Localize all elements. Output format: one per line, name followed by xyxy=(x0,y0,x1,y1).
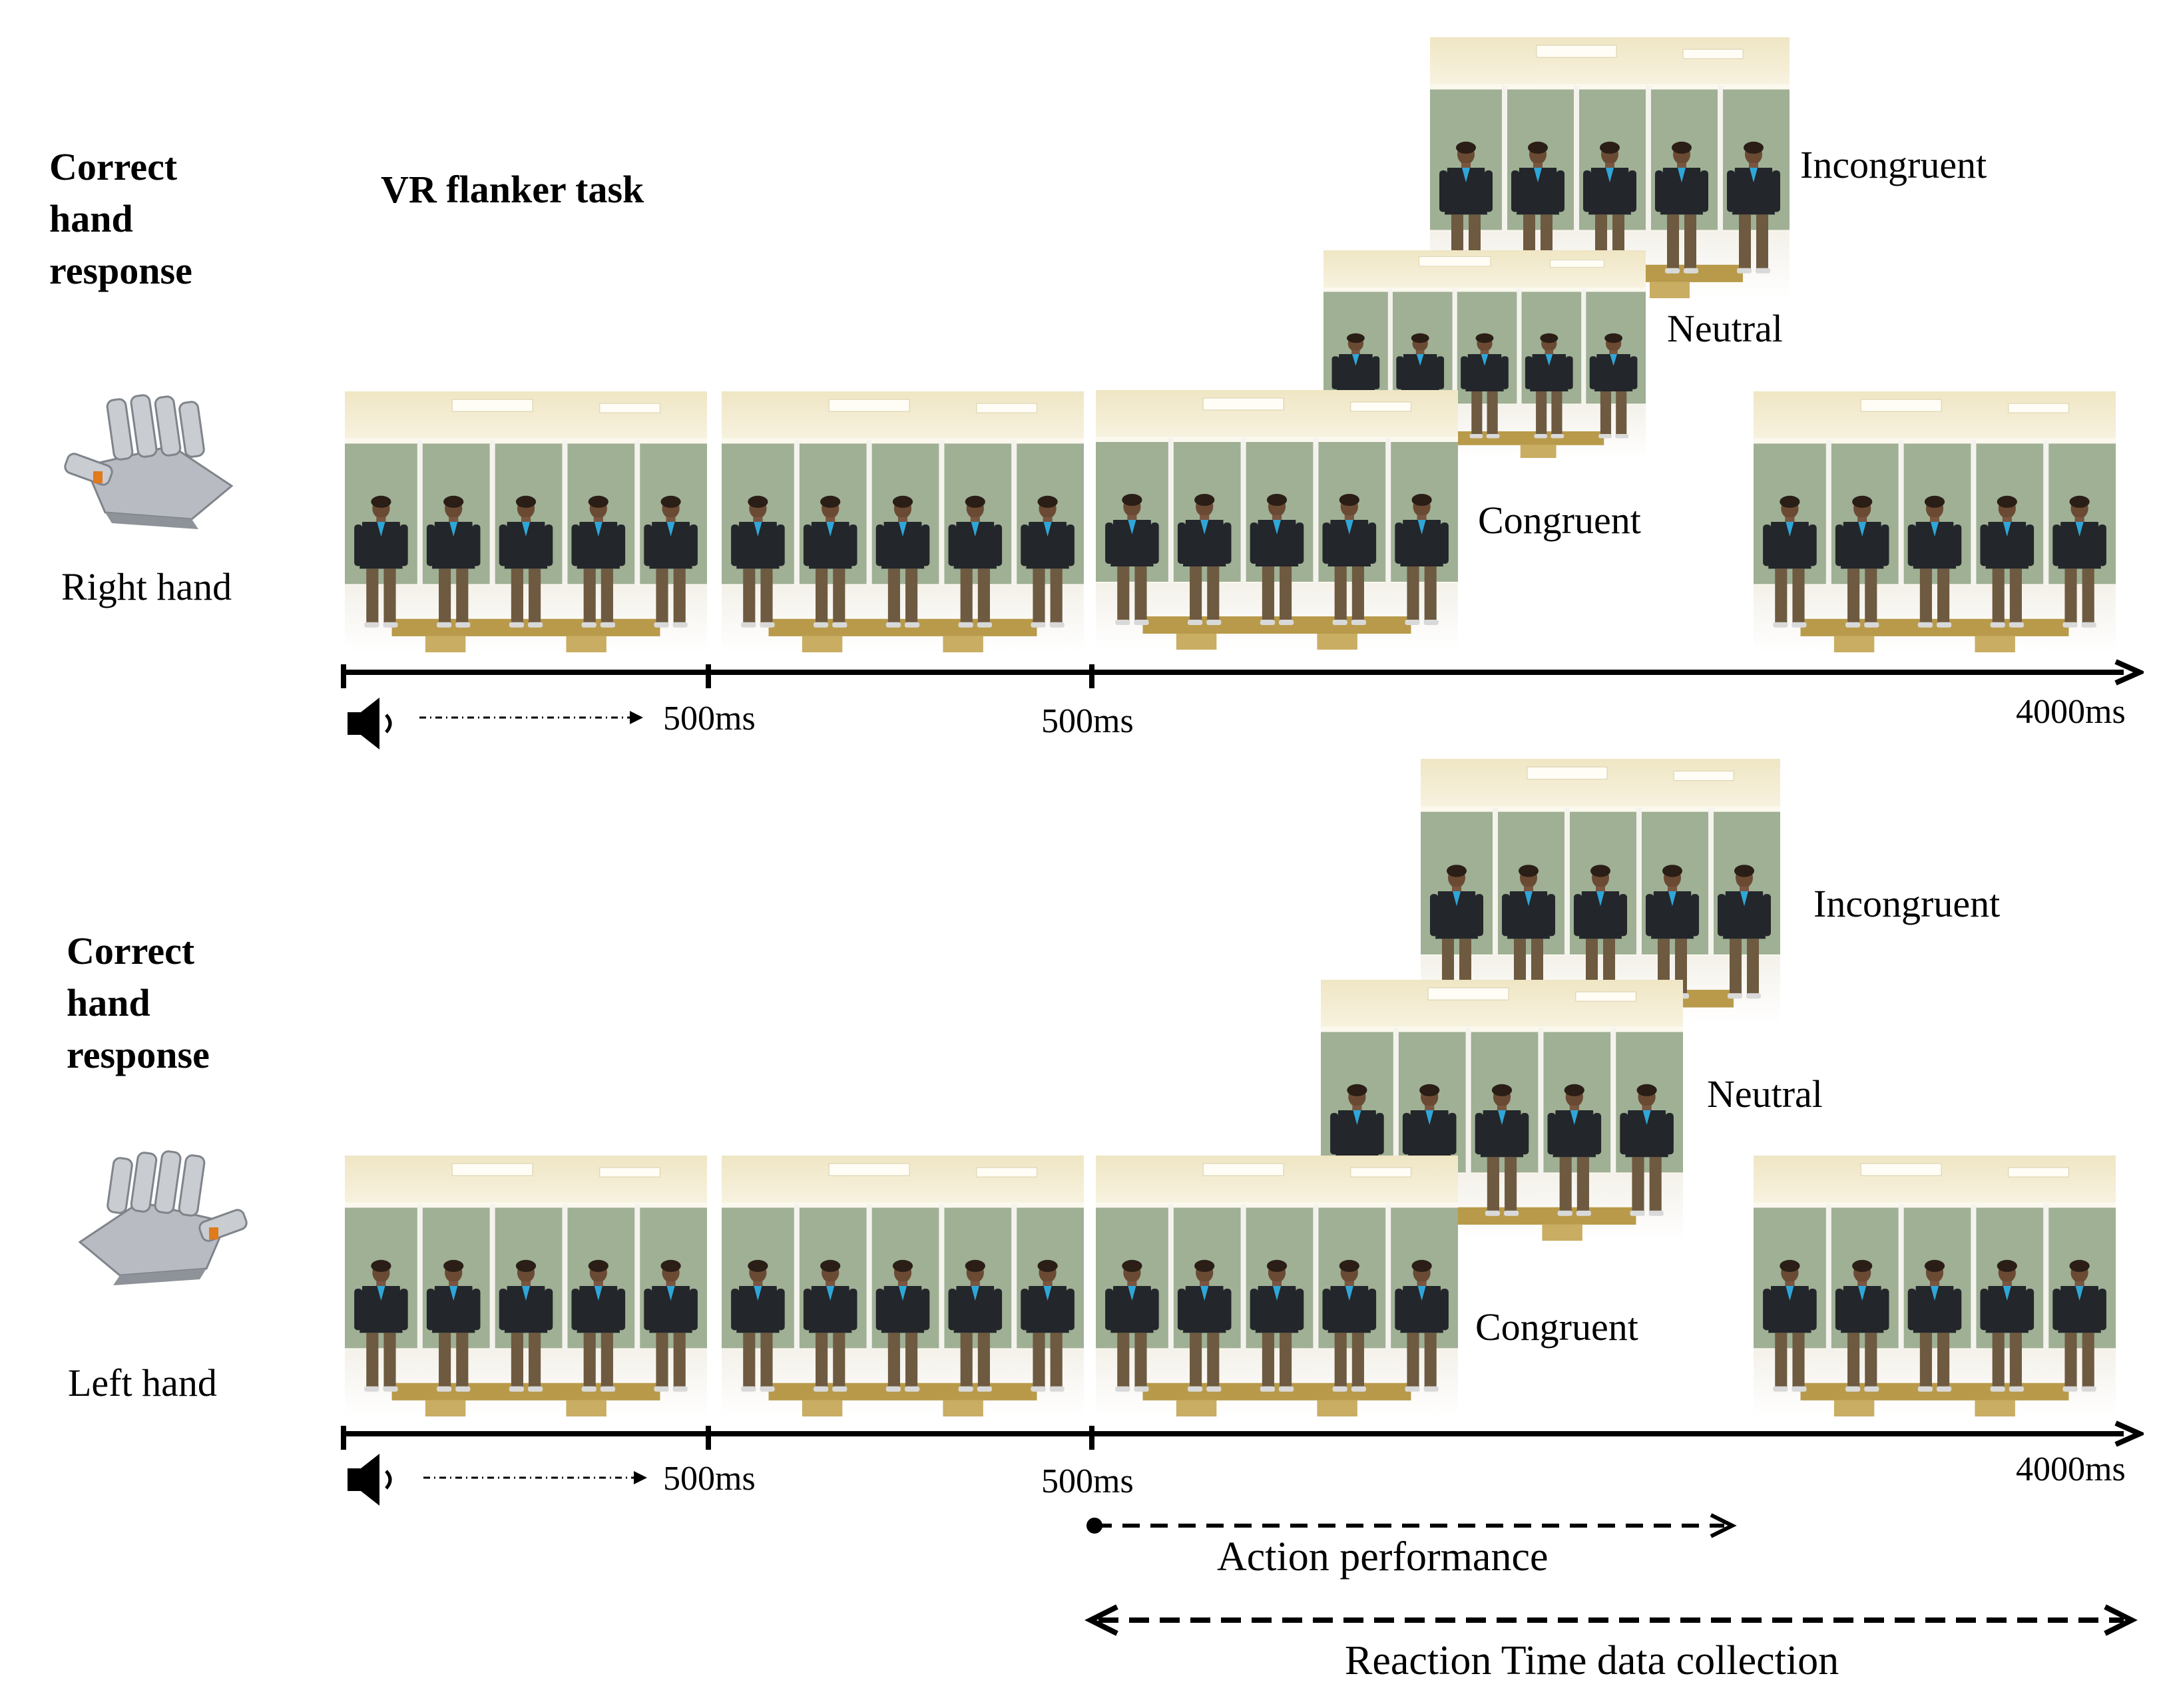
scene-fixation-1 xyxy=(345,391,707,652)
timeline-axis-1 xyxy=(333,659,2144,759)
header-line: Correct xyxy=(67,925,210,977)
reaction-time-label: Reaction Time data collection xyxy=(1345,1637,1839,1685)
condition-congruent-2: Congruent xyxy=(1475,1305,1638,1349)
scene-fixation-2 xyxy=(345,1156,707,1416)
scene-congruent-2 xyxy=(1096,1156,1458,1416)
scene-cue-2 xyxy=(722,1156,1084,1416)
scene-congruent-1 xyxy=(1096,390,1458,650)
header-line: hand xyxy=(67,977,210,1029)
condition-neutral-1: Neutral xyxy=(1667,306,1783,351)
tick-label-2c: 4000ms xyxy=(2016,1450,2126,1489)
header-line: response xyxy=(49,245,192,297)
hand-label-right: Right hand xyxy=(61,564,232,609)
header-right: Correct hand response xyxy=(49,141,192,297)
condition-neutral-2: Neutral xyxy=(1707,1072,1823,1116)
condition-incongruent-1: Incongruent xyxy=(1800,142,1987,187)
header-line: Correct xyxy=(49,141,192,193)
speaker-icon xyxy=(345,695,409,755)
header-left: Correct hand response xyxy=(67,925,210,1081)
condition-incongruent-2: Incongruent xyxy=(1813,881,2000,926)
header-line: response xyxy=(67,1029,210,1081)
condition-congruent-1: Congruent xyxy=(1478,498,1641,542)
tick-label-2b: 500ms xyxy=(1041,1462,1134,1501)
tick-label-1c: 4000ms xyxy=(2016,692,2126,732)
hand-label-left: Left hand xyxy=(68,1361,217,1405)
header-line: hand xyxy=(49,193,192,245)
scene-cue-1 xyxy=(722,391,1084,652)
tick-label-2a: 500ms xyxy=(663,1459,756,1498)
tick-label-1a: 500ms xyxy=(663,699,756,738)
scene-response-2 xyxy=(1754,1156,2116,1416)
scene-response-1 xyxy=(1754,391,2116,652)
robotic-hand-icon xyxy=(59,386,258,533)
figure-title: VR flanker task xyxy=(381,164,644,216)
speaker-icon xyxy=(345,1451,409,1512)
robotic-hand-icon xyxy=(53,1142,253,1289)
tick-label-1b: 500ms xyxy=(1041,702,1134,741)
reaction-time-arrow xyxy=(1078,1600,2144,1640)
action-performance-label: Action performance xyxy=(1217,1534,1548,1581)
